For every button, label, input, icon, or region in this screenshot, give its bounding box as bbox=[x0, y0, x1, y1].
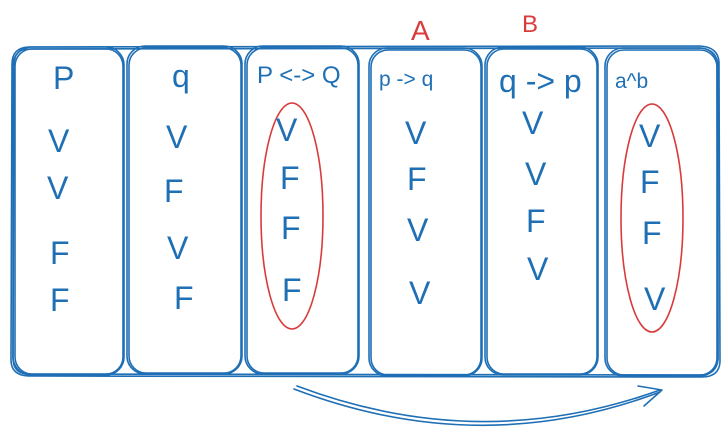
column-box-p-sketch bbox=[14, 48, 124, 375]
column-box-q-sketch bbox=[128, 47, 242, 374]
cell-q-implies-p-row4: V bbox=[527, 251, 549, 287]
column-header-biconditional: P <-> Q bbox=[257, 62, 341, 89]
column-box-biconditional bbox=[244, 45, 360, 375]
cell-biconditional-row2: F bbox=[280, 160, 300, 196]
cell-p-implies-q-row4: V bbox=[409, 275, 431, 311]
column-box-q-implies-p bbox=[484, 46, 599, 376]
cell-p-row4: F bbox=[50, 282, 70, 318]
cell-q-implies-p-row2: V bbox=[525, 156, 547, 192]
outer-frame bbox=[10, 45, 721, 378]
highlight-ellipse-a-and-b bbox=[620, 103, 684, 333]
cell-q-row4: F bbox=[174, 280, 194, 316]
cell-p-row1: V bbox=[48, 123, 70, 159]
cell-p-implies-q-row2: F bbox=[407, 161, 427, 197]
cell-q-implies-p-row3: F bbox=[526, 203, 546, 239]
cell-a-and-b-row2: F bbox=[640, 164, 660, 200]
cell-biconditional-row4: F bbox=[282, 272, 302, 308]
cell-q-row1: V bbox=[166, 119, 188, 155]
column-box-p-implies-q bbox=[368, 47, 483, 377]
column-box-q bbox=[126, 45, 243, 375]
cell-q-implies-p-row1: V bbox=[522, 105, 544, 141]
column-box-biconditional-sketch bbox=[246, 47, 359, 374]
cell-p-implies-q-row1: V bbox=[405, 115, 427, 151]
column-header-p-implies-q: p -> q bbox=[379, 68, 434, 91]
cell-p-implies-q-row3: V bbox=[407, 212, 429, 248]
column-box-a-and-b-sketch bbox=[606, 49, 718, 376]
cell-biconditional-row3: F bbox=[281, 210, 301, 246]
column-box-q-implies-p-sketch bbox=[486, 48, 598, 375]
cell-p-row2: V bbox=[47, 170, 69, 206]
column-header-a-and-b: a^b bbox=[615, 70, 649, 93]
highlight-ellipse-biconditional bbox=[260, 102, 324, 330]
cell-a-and-b-row1: V bbox=[639, 118, 661, 154]
cell-biconditional-row1: V bbox=[276, 112, 298, 148]
cell-a-and-b-row3: F bbox=[642, 215, 662, 251]
arrow-curve-sketch bbox=[296, 385, 661, 423]
column-box-a-and-b bbox=[604, 47, 719, 377]
outer-frame-sketch bbox=[12, 47, 719, 376]
column-header-q-implies-p: q -> p bbox=[499, 63, 582, 99]
arrow-head bbox=[637, 385, 663, 407]
annotation-label-b: B bbox=[522, 11, 539, 38]
column-box-p-implies-q-sketch bbox=[370, 49, 482, 376]
arrow-curve bbox=[293, 388, 661, 427]
annotation-label-a: A bbox=[411, 15, 430, 46]
column-header-p: P bbox=[53, 60, 75, 96]
cell-p-row3: F bbox=[50, 235, 70, 271]
cell-q-row2: F bbox=[164, 173, 184, 209]
cell-q-row3: V bbox=[167, 230, 189, 266]
column-box-p bbox=[12, 46, 125, 376]
cell-a-and-b-row4: V bbox=[644, 281, 666, 317]
column-header-q: q bbox=[172, 58, 190, 94]
